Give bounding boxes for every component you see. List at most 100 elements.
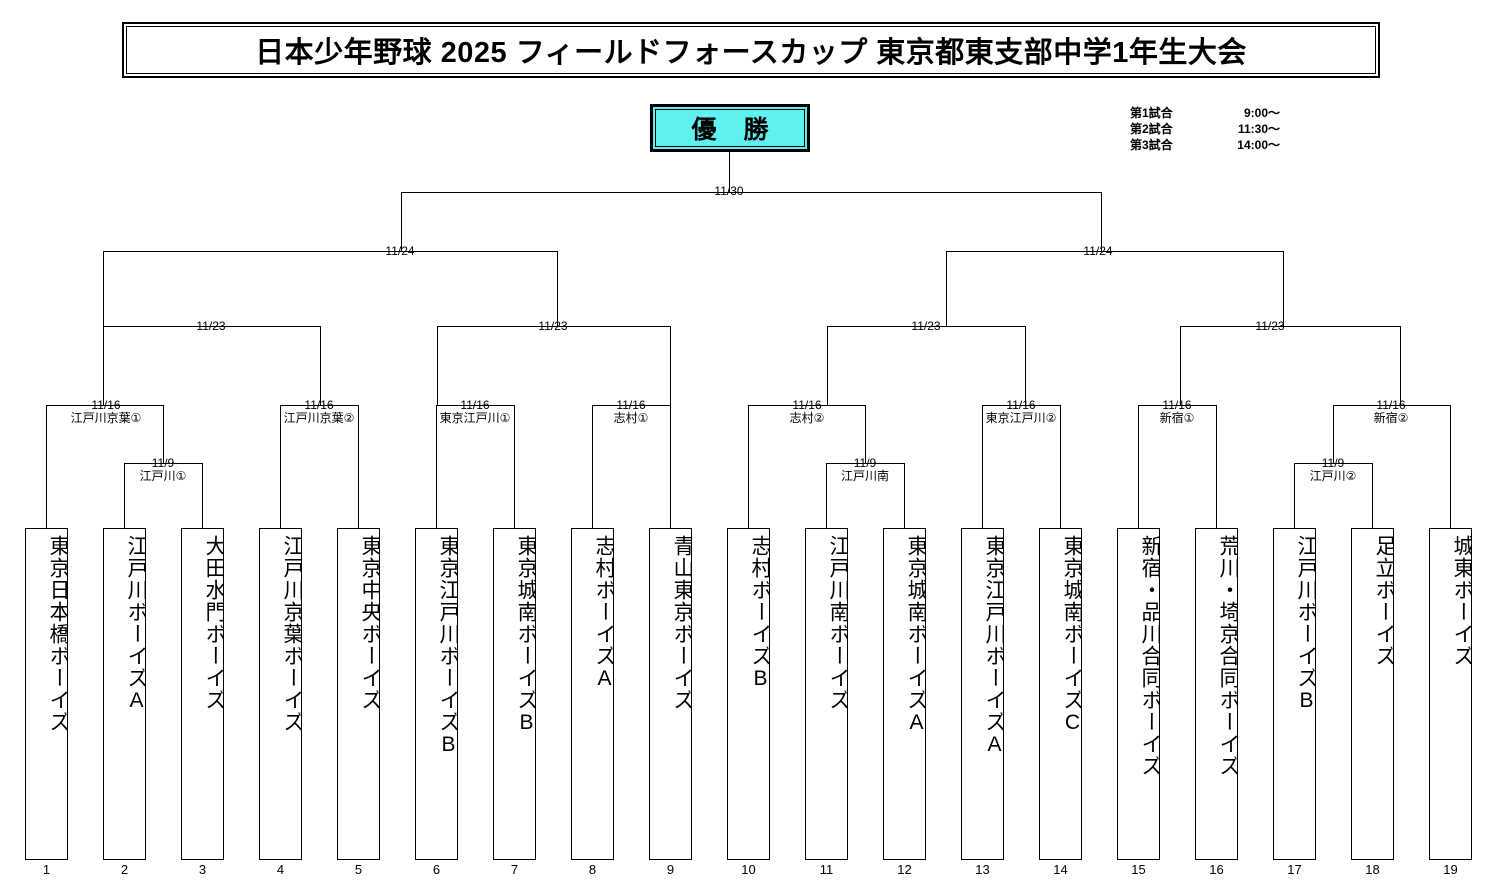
team-box: 新宿・品川合同ボーイズ: [1117, 528, 1160, 860]
schedule-time-value: 14:00～: [1237, 138, 1280, 152]
team-name: 東京中央ボーイズ: [359, 535, 380, 711]
team-name: 東京江戸川ボーイズB: [437, 535, 458, 757]
round16-rung-8-label: 11/16 新宿②: [1341, 399, 1441, 425]
schedule-game-label: 第3試合: [1130, 138, 1173, 152]
team-number: 2: [120, 862, 129, 877]
team-name: 荒川・埼京合同ボーイズ: [1217, 535, 1238, 777]
team-name: 大田水門ボーイズ: [203, 535, 224, 711]
team-name: 東京日本橋ボーイズ: [47, 535, 68, 733]
quarter-rung-4-label: 11/23: [1222, 320, 1318, 333]
quarter-rung-3: [827, 326, 1025, 327]
round16-rung-4: [592, 405, 670, 406]
round16-5-date: 11/16: [792, 398, 822, 412]
champion-stem: [729, 152, 730, 192]
quarter-2-drop-b: [670, 326, 671, 405]
playin-2-drop-b: [904, 463, 905, 528]
round16-7-venue: 新宿①: [1159, 411, 1195, 425]
round16-8-drop-a: [1333, 405, 1334, 463]
round16-7-drop-a: [1138, 405, 1139, 528]
playin-3-drop-b: [1372, 463, 1373, 528]
team-name: 東京城南ボーイズB: [515, 535, 536, 735]
semi-right-rung: [946, 251, 1283, 252]
round16-5-drop-b: [865, 405, 866, 463]
semi-left-rung-label: 11/24: [352, 245, 448, 258]
team-box: 東京江戸川ボーイズA: [961, 528, 1004, 860]
round16-rung-1: [46, 405, 163, 406]
semi-left-drop-b: [557, 251, 558, 326]
quarter-3-date: 11/23: [911, 319, 941, 333]
page-title: 日本少年野球 2025 フィールドフォースカップ 東京都東支部中学1年生大会: [255, 37, 1247, 69]
playin-1-drop-b: [202, 463, 203, 528]
round16-5-venue: 志村②: [789, 411, 825, 425]
quarter-rung-2: [437, 326, 670, 327]
round16-7-date: 11/16: [1162, 398, 1192, 412]
playin-3-drop-a: [1294, 463, 1295, 528]
playin-rung-2: [826, 463, 904, 464]
round16-2-venue: 江戸川京葉②: [283, 411, 355, 425]
champion-inner-frame: 優 勝: [655, 109, 805, 147]
round16-1-venue: 江戸川京葉①: [70, 411, 142, 425]
champion-label: 優 勝: [691, 116, 779, 144]
team-box: 東京日本橋ボーイズ: [25, 528, 68, 860]
quarter-4-drop-b: [1400, 326, 1401, 405]
team-number: 6: [432, 862, 441, 877]
round16-rung-7: [1138, 405, 1216, 406]
quarter-rung-1-label: 11/23: [163, 320, 259, 333]
quarter-rung-1: [103, 326, 320, 327]
semi-right-date: 11/24: [1083, 244, 1113, 258]
final-drop-left: [401, 192, 402, 251]
semi-right-drop-b: [1283, 251, 1284, 326]
team-number: 17: [1287, 862, 1302, 877]
team-number: 14: [1053, 862, 1068, 877]
team-box: 志村ボーイズA: [571, 528, 614, 860]
semi-left-drop-a: [103, 251, 104, 326]
round16-rung-2-label: 11/16 江戸川京葉②: [269, 399, 369, 425]
semi-right-drop-a: [946, 251, 947, 326]
team-name: 青山東京ボーイズ: [671, 535, 692, 711]
team-number: 18: [1365, 862, 1380, 877]
team-name: 足立ボーイズ: [1373, 535, 1394, 667]
team-name: 江戸川ボーイズA: [125, 535, 146, 713]
quarter-rung-4: [1180, 326, 1400, 327]
quarter-rung-3-label: 11/23: [878, 320, 974, 333]
team-box: 東京城南ボーイズB: [493, 528, 536, 860]
team-number: 10: [741, 862, 756, 877]
team-box: 東京中央ボーイズ: [337, 528, 380, 860]
round16-rung-1-label: 11/16 江戸川京葉①: [56, 399, 156, 425]
round16-2-date: 11/16: [304, 398, 334, 412]
team-box: 大田水門ボーイズ: [181, 528, 224, 860]
team-number: 19: [1443, 862, 1458, 877]
team-box: 江戸川ボーイズA: [103, 528, 146, 860]
round16-rung-3: [436, 405, 514, 406]
playin-1-drop-a: [124, 463, 125, 528]
team-box: 城東ボーイズ: [1429, 528, 1472, 860]
team-box: 江戸川京葉ボーイズ: [259, 528, 302, 860]
round16-4-drop-b: [670, 405, 671, 528]
team-box: 東京城南ボーイズC: [1039, 528, 1082, 860]
round16-rung-4-label: 11/16 志村①: [581, 399, 681, 425]
team-box: 荒川・埼京合同ボーイズ: [1195, 528, 1238, 860]
playin-rung-3: [1294, 463, 1372, 464]
round16-rung-5: [748, 405, 865, 406]
round16-4-venue: 志村①: [613, 411, 649, 425]
schedule-row: 第1試合 9:00～: [1130, 105, 1280, 121]
team-name: 東京城南ボーイズC: [1061, 535, 1082, 735]
quarter-4-drop-a: [1180, 326, 1181, 405]
round16-3-drop-b: [514, 405, 515, 528]
team-number: 4: [276, 862, 285, 877]
playin-2-date: 11/9: [853, 456, 877, 470]
team-box: 青山東京ボーイズ: [649, 528, 692, 860]
team-name: 城東ボーイズ: [1451, 535, 1472, 667]
round16-2-drop-b: [358, 405, 359, 528]
round16-rung-2: [280, 405, 358, 406]
tournament-title-bar: 日本少年野球 2025 フィールドフォースカップ 東京都東支部中学1年生大会: [122, 22, 1380, 78]
schedule-list: 第1試合 9:00～ 第2試合 11:30～ 第3試合 14:00～: [1130, 105, 1280, 153]
playin-rung-1: [124, 463, 202, 464]
round16-1-date: 11/16: [91, 398, 121, 412]
round16-rung-3-label: 11/16 東京江戸川①: [425, 399, 525, 425]
quarter-3-drop-a: [827, 326, 828, 405]
champion-box: 優 勝: [650, 104, 810, 152]
round16-rung-6-label: 11/16 東京江戸川②: [971, 399, 1071, 425]
schedule-game-label: 第2試合: [1130, 122, 1173, 136]
round16-4-drop-a: [592, 405, 593, 528]
